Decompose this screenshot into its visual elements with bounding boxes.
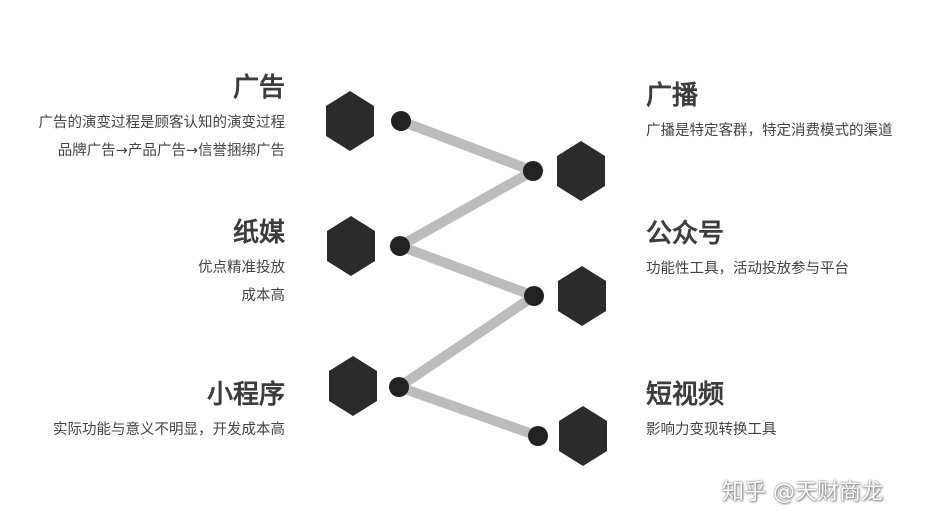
right-desc-official-account-line-1: 功能性工具，活动投放参与平台 [646,261,849,277]
hexagon-right-1 [557,141,605,201]
left-desc-mini-program-line-1: 实际功能与意义不明显，开发成本高 [53,422,285,438]
right-title-official-account: 公众号 [646,219,725,249]
hexagon-left-3 [329,356,377,416]
right-title-radio: 广播 [646,81,699,111]
node-dot-left-2 [390,236,410,256]
hexagon-right-2 [558,266,606,326]
left-desc-print-line-1: 优点精准投放 [198,260,285,276]
left-title-ads: 广告 [232,73,285,103]
zigzag-connector [387,116,545,441]
node-dot-right-1 [523,161,543,181]
hexagon-left-1 [326,91,374,151]
left-desc-ads-line-1: 广告的演变过程是顾客认知的演变过程 [38,115,286,131]
right-desc-radio-line-1: 广播是特定客群，特定消费模式的渠道 [646,123,893,139]
left-title-mini-program: 小程序 [206,380,285,410]
node-dot-right-3 [528,426,548,446]
right-title-short-video: 短视频 [646,380,725,410]
hexagon-right-3 [559,406,607,466]
hexagon-left-2 [327,216,375,276]
node-dot-left-3 [389,377,409,397]
left-title-print-media: 纸媒 [232,218,285,248]
node-dot-left-1 [391,111,411,131]
left-desc-ads-line-2: 品牌广告→产品广告→信誉捆绑广告 [57,143,285,159]
left-desc-print-line-2: 成本高 [241,288,286,304]
watermark-text: 知乎 @天财商龙 [722,480,883,505]
node-dot-right-2 [524,286,544,306]
right-desc-short-video-line-1: 影响力变现转换工具 [646,422,777,438]
